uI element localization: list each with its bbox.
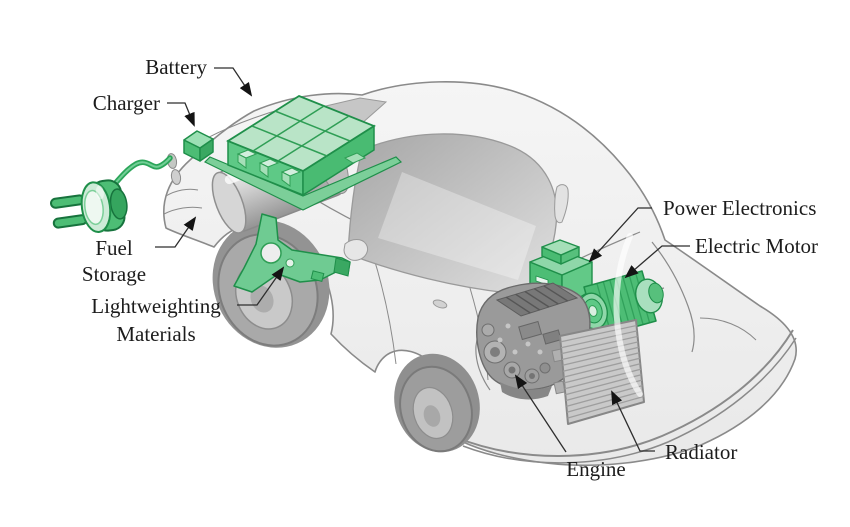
power-electronics-label: Power Electronics: [663, 196, 816, 220]
fuel-storage-label-line2: Storage: [82, 262, 146, 286]
door-handle: [432, 299, 448, 309]
hood-reflection: [613, 233, 643, 397]
engine-label: Engine: [566, 457, 625, 481]
side-mirror-far: [554, 184, 569, 224]
charger-label: Charger: [93, 91, 160, 115]
windshield-glass: [347, 133, 558, 295]
power-electronics-leader: [588, 207, 652, 263]
fuel-storage-leader: [155, 216, 197, 248]
charger-leader: [167, 102, 195, 127]
charger-graphic: [183, 130, 214, 162]
battery-leader: [214, 67, 253, 97]
lightweighting-label-line2: Materials: [116, 322, 195, 346]
electric-motor-leader: [624, 245, 690, 279]
battery-label: Battery: [145, 55, 207, 79]
leader-lines: [155, 67, 690, 453]
electric-motor-label: Electric Motor: [695, 234, 818, 258]
labels: Battery Charger Fuel Storage Lightweight…: [82, 55, 818, 481]
radiator-label: Radiator: [665, 440, 737, 464]
battery-graphic: [203, 94, 403, 211]
lightweighting-leader: [237, 266, 285, 306]
charging-cable: [96, 155, 173, 203]
plug-graphic: [50, 179, 128, 233]
engine-leader: [514, 374, 567, 453]
fuel-storage-label-line1: Fuel: [95, 236, 133, 260]
radiator-leader: [611, 390, 655, 452]
lightweighting-materials-graphic: [233, 213, 351, 293]
side-mirror: [343, 239, 369, 261]
front-wheel: [394, 353, 480, 453]
lightweighting-label-line1: Lightweighting: [91, 294, 221, 318]
